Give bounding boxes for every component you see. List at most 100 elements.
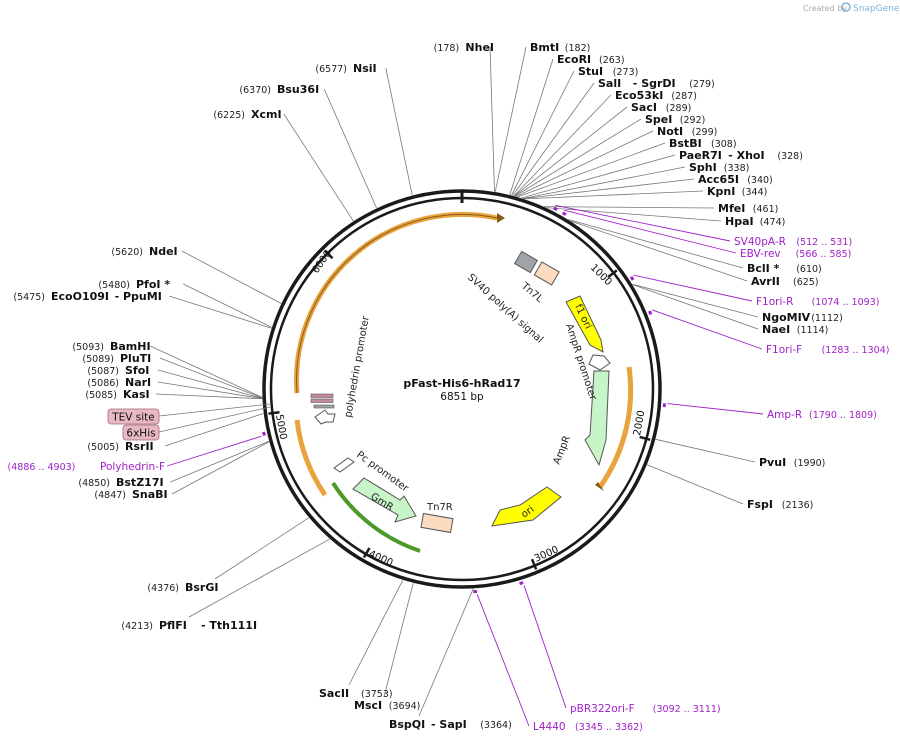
- primer-l4440[interactable]: L4440: [533, 721, 566, 733]
- enzyme-stui[interactable]: StuI: [578, 65, 603, 78]
- enzyme-snabi[interactable]: SnaBI: [132, 488, 168, 501]
- tev-site-tag[interactable]: [107, 408, 160, 425]
- his-tag[interactable]: [122, 424, 160, 441]
- primer-leader-l4440: [476, 594, 530, 727]
- primer-leader-pbr322ori-f: [523, 585, 567, 709]
- tick-5000: [268, 411, 280, 415]
- enzyme-bsrgi[interactable]: BsrGI: [185, 581, 218, 594]
- enzyme-bstz17i[interactable]: BstZ17I: [116, 476, 164, 489]
- enzyme-nari[interactable]: NarI: [125, 376, 151, 389]
- primer-pbr322ori-f[interactable]: pBR322ori-F: [570, 703, 635, 715]
- enzyme-stui-pos: (273): [613, 67, 639, 78]
- tn7r-feature[interactable]: [420, 512, 454, 534]
- enzyme-ecoo109i-pos: (5475): [13, 292, 45, 303]
- enzyme-bamhi-pos: (5093): [72, 342, 104, 353]
- enzyme-pfoi[interactable]: PfoI *: [136, 278, 170, 291]
- plasmid-size: 6851 bp: [440, 391, 484, 403]
- enzyme-bsu36i[interactable]: Bsu36I: [277, 83, 319, 96]
- enzyme-nsii[interactable]: NsiI: [353, 62, 377, 75]
- enzyme-bstbi[interactable]: BstBI: [669, 137, 702, 150]
- credit-brand[interactable]: SnapGene: [853, 4, 900, 14]
- leader-sali: [512, 82, 595, 196]
- enzyme-ppumi-name[interactable]: - PpuMI: [115, 290, 162, 303]
- enzyme-mfei[interactable]: MfeI: [718, 202, 745, 215]
- enzyme-sphi[interactable]: SphI: [689, 161, 717, 174]
- polyhedrin-promoter-arrow[interactable]: [314, 409, 336, 425]
- enzyme-msci[interactable]: MscI: [354, 699, 382, 712]
- enzyme-sali[interactable]: SalI: [598, 77, 621, 90]
- enzyme-kasi[interactable]: KasI: [123, 388, 150, 401]
- ampr-promoter-feature[interactable]: [588, 354, 611, 371]
- enzyme-bcli[interactable]: BclI *: [747, 262, 780, 275]
- enzyme-sfoi[interactable]: SfoI: [125, 364, 149, 377]
- enzyme-sapi-name[interactable]: - SapI: [431, 718, 467, 731]
- primer-sv40pa-r[interactable]: SV40pA-R: [734, 236, 786, 248]
- enzyme-kpni-pos: (344): [742, 187, 768, 198]
- enzyme-nhei[interactable]: NheI: [465, 41, 494, 54]
- enzyme-sacii[interactable]: SacII: [319, 687, 349, 700]
- primer-leader-amp-r: [667, 403, 764, 415]
- enzyme-noti[interactable]: NotI: [657, 125, 683, 138]
- enzyme-saci[interactable]: SacI: [631, 101, 657, 114]
- tev-site-feature[interactable]: [310, 393, 334, 398]
- leader-ecori: [509, 58, 554, 195]
- polyhedrin-orange-arc[interactable]: [294, 211, 498, 394]
- enzyme-ecoo109i[interactable]: EcoO109I: [51, 290, 109, 303]
- primer-f1ori-r[interactable]: F1ori-R: [756, 296, 793, 308]
- leader-ecoo109i: [168, 295, 272, 329]
- enzyme-saci-pos: (289): [666, 103, 692, 114]
- linker-feature[interactable]: [313, 404, 335, 409]
- pc-promoter-feature[interactable]: [333, 457, 355, 473]
- primer-ebv-rev[interactable]: EBV-rev: [740, 248, 781, 260]
- enzyme-acc65i[interactable]: Acc65I: [698, 173, 739, 186]
- ampr-orange-arc[interactable]: [597, 366, 634, 489]
- enzyme-pluti[interactable]: PluTI: [120, 352, 151, 365]
- enzyme-xcmi[interactable]: XcmI: [251, 108, 282, 121]
- enzyme-sacii-pos: (3753): [361, 689, 393, 700]
- enzyme-ndei[interactable]: NdeI: [149, 245, 178, 258]
- enzyme-xhoi-name[interactable]: - XhoI: [728, 149, 764, 162]
- enzyme-bspqi[interactable]: BspQI: [389, 718, 425, 731]
- enzyme-rsrii[interactable]: RsrII: [125, 440, 154, 453]
- f1ori-feature[interactable]: [565, 295, 604, 353]
- leader-rsrii: [164, 413, 264, 447]
- sv40-feature[interactable]: [533, 261, 560, 286]
- ori-feature[interactable]: [491, 486, 562, 527]
- enzyme-bspqi-pos: (3364): [480, 720, 512, 731]
- ampr-feature[interactable]: [584, 370, 610, 467]
- primer-l4440-pos: (3345 .. 3362): [575, 722, 643, 733]
- enzyme-bsrgi-pos: (4376): [147, 583, 179, 594]
- enzyme-hpai[interactable]: HpaI: [725, 215, 754, 228]
- enzyme-fspi[interactable]: FspI: [747, 498, 773, 511]
- tick-label-5000: 5000: [273, 414, 288, 441]
- lower-left-orange-arc[interactable]: [294, 419, 328, 497]
- enzyme-eco53ki[interactable]: Eco53kI: [615, 89, 663, 102]
- primer-polyhedrin-f[interactable]: Polyhedrin-F: [100, 461, 165, 473]
- gmr-feature[interactable]: [352, 477, 417, 523]
- leader-xcmi: [283, 113, 354, 222]
- enzyme-naei[interactable]: NaeI: [762, 323, 790, 336]
- leader-bstbi: [517, 142, 666, 198]
- tn7l-feature[interactable]: [514, 250, 538, 274]
- enzyme-kpni[interactable]: KpnI: [707, 185, 735, 198]
- primer-amp-r[interactable]: Amp-R: [767, 409, 802, 421]
- enzyme-mfei-pos: (461): [753, 204, 779, 215]
- leader-kasi: [155, 393, 263, 400]
- leader-sphi: [522, 166, 686, 199]
- enzyme-sfoi-pos: (5087): [87, 366, 119, 377]
- enzyme-ngomiv[interactable]: NgoMIV: [762, 311, 811, 324]
- enzyme-sgrdi-name[interactable]: - SgrDI: [633, 77, 676, 90]
- enzyme-bmti[interactable]: BmtI: [530, 41, 559, 54]
- enzyme-paer7i[interactable]: PaeR7I: [679, 149, 722, 162]
- enzyme-spei[interactable]: SpeI: [645, 113, 672, 126]
- enzyme-ecori[interactable]: EcoRI: [557, 53, 591, 66]
- leader-fspi: [646, 464, 744, 505]
- enzyme-pflfi[interactable]: PflFI: [159, 619, 187, 632]
- primer-f1ori-f[interactable]: F1ori-F: [766, 344, 802, 356]
- enzyme-tth111i-name[interactable]: - Tth111I: [201, 619, 257, 632]
- gmr-green-arc[interactable]: [331, 481, 421, 553]
- his-tag-feature[interactable]: [310, 398, 334, 403]
- enzyme-pvui[interactable]: PvuI: [759, 456, 786, 469]
- enzyme-avrii[interactable]: AvrII: [751, 275, 780, 288]
- enzyme-bamhi[interactable]: BamHI: [110, 340, 151, 353]
